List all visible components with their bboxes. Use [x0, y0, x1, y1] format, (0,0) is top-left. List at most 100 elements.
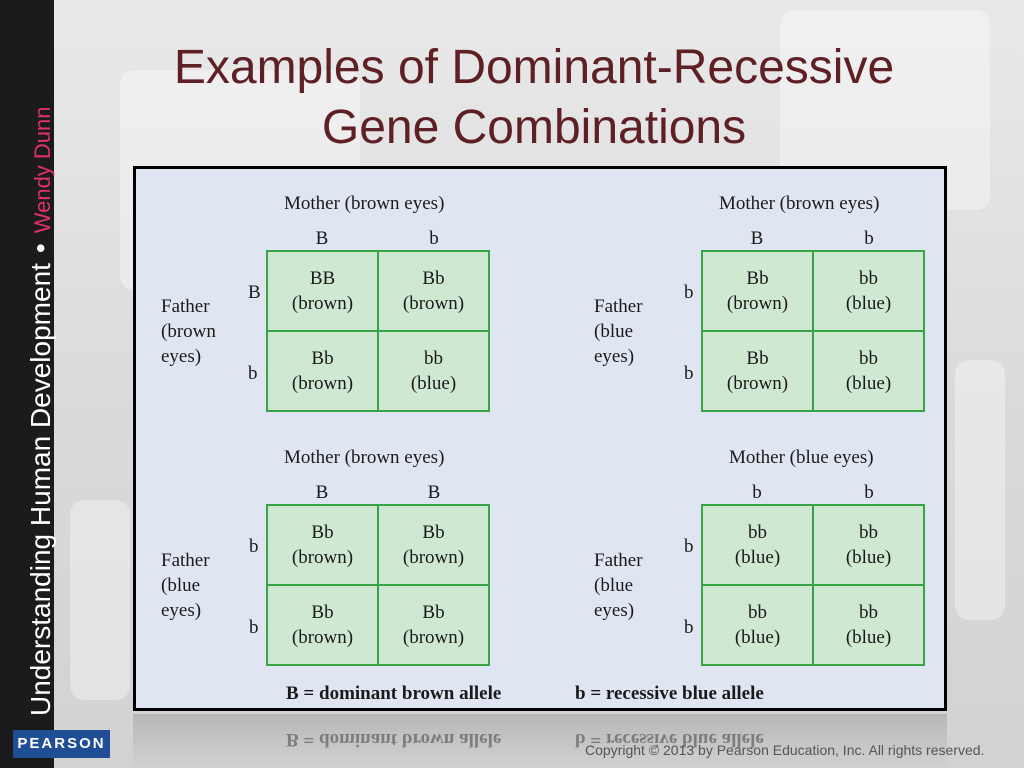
- father-allele: b: [684, 617, 694, 638]
- punnett-grid: bb (blue) bb (blue) bb (blue) bb (blue): [701, 504, 925, 666]
- legend-dominant: B = dominant brown allele: [286, 683, 502, 704]
- mother-allele: b: [752, 482, 762, 503]
- father-label-line: (blue: [161, 575, 201, 596]
- punnett-grid: Bb (brown) Bb (brown) Bb (brown) Bb (brown): [266, 504, 490, 666]
- genotype: bb: [859, 602, 878, 623]
- phenotype: (blue): [845, 627, 892, 648]
- genotype: Bb: [311, 522, 334, 543]
- grid-cell: bb (blue): [702, 585, 813, 665]
- pearson-logo: PEARSON: [13, 730, 110, 758]
- grid-cell: BB (brown): [267, 251, 378, 331]
- grid-cell: Bb (brown): [702, 331, 813, 411]
- genotype: bb: [859, 268, 878, 289]
- separator-dot: •: [25, 243, 56, 254]
- genotype: bb: [859, 522, 878, 543]
- background-tile: [70, 500, 130, 700]
- reflected-legend-dominant: B = dominant brown allele: [286, 729, 502, 750]
- grid-cell: bb (blue): [813, 331, 924, 411]
- genotype: Bb: [311, 602, 334, 623]
- punnett-panel: Mother (brown eyes) B b Father (brown ey…: [133, 166, 947, 711]
- phenotype: (blue): [845, 547, 892, 568]
- mother-allele: b: [864, 228, 874, 249]
- father-label-line: eyes): [594, 346, 635, 367]
- phenotype: (brown): [291, 627, 354, 648]
- genotype: bb: [859, 348, 878, 369]
- mother-label: Mother (brown eyes): [719, 193, 880, 214]
- grid-cell: bb (blue): [378, 331, 489, 411]
- phenotype: (brown): [402, 293, 465, 314]
- father-allele: b: [684, 363, 694, 384]
- legend-recessive: b = recessive blue allele: [575, 683, 764, 704]
- phenotype: (brown): [291, 547, 354, 568]
- grid-cell: Bb (brown): [702, 251, 813, 331]
- genotype: bb: [748, 522, 767, 543]
- mother-allele: B: [315, 228, 329, 249]
- genotype: bb: [748, 602, 767, 623]
- phenotype: (blue): [845, 373, 892, 394]
- phenotype: (brown): [291, 373, 354, 394]
- father-allele: b: [249, 536, 259, 557]
- genotype: Bb: [422, 522, 445, 543]
- book-title-vertical: Understanding Human Development • Wendy Du…: [25, 106, 56, 716]
- father-label: Father (blue eyes): [594, 548, 643, 623]
- grid-cell: Bb (brown): [267, 585, 378, 665]
- slide-title: Examples of Dominant-Recessive Gene Comb…: [54, 38, 1014, 158]
- phenotype: (brown): [402, 547, 465, 568]
- mother-allele: B: [315, 482, 329, 503]
- father-label-line: eyes): [161, 600, 202, 621]
- sidebar: Understanding Human Development • Wendy Du…: [0, 0, 56, 768]
- father-allele: B: [248, 282, 261, 303]
- father-label-line: Father: [594, 296, 643, 317]
- phenotype: (brown): [402, 627, 465, 648]
- phenotype: (brown): [291, 293, 354, 314]
- father-label: Father (blue eyes): [594, 294, 643, 369]
- phenotype: (blue): [410, 373, 457, 394]
- panel-reflection: B = dominant brown allele b = recessive …: [133, 714, 947, 768]
- genotype: Bb: [422, 602, 445, 623]
- title-line-2: Gene Combinations: [321, 101, 747, 154]
- father-label-line: Father: [161, 550, 210, 571]
- phenotype: (blue): [734, 627, 781, 648]
- father-label-line: (blue: [594, 575, 634, 596]
- genotype: Bb: [311, 348, 334, 369]
- phenotype: (blue): [734, 547, 781, 568]
- father-label-line: (brown: [161, 321, 216, 342]
- genotype: Bb: [422, 268, 445, 289]
- mother-allele: B: [750, 228, 764, 249]
- phenotype: (brown): [726, 373, 789, 394]
- mother-allele: b: [429, 228, 439, 249]
- phenotype: (brown): [726, 293, 789, 314]
- father-label-line: (blue: [594, 321, 634, 342]
- mother-allele: b: [864, 482, 874, 503]
- punnett-grid: BB (brown) Bb (brown) Bb (brown) bb (blue): [266, 250, 490, 412]
- father-allele: b: [684, 282, 694, 303]
- father-allele: b: [248, 363, 258, 384]
- phenotype: (blue): [845, 293, 892, 314]
- father-allele: b: [249, 617, 259, 638]
- father-label-line: eyes): [594, 600, 635, 621]
- father-label: Father (brown eyes): [161, 294, 216, 369]
- book-title: Understanding Human Development: [25, 263, 56, 716]
- title-line-1: Examples of Dominant-Recessive: [173, 41, 895, 94]
- grid-cell: Bb (brown): [267, 331, 378, 411]
- father-label: Father (blue eyes): [161, 548, 210, 623]
- genotype: bb: [424, 348, 443, 369]
- copyright-notice: Copyright © 2013 by Pearson Education, I…: [585, 742, 985, 758]
- grid-cell: bb (blue): [813, 585, 924, 665]
- grid-cell: Bb (brown): [378, 505, 489, 585]
- father-allele: b: [684, 536, 694, 557]
- genotype: BB: [309, 268, 336, 289]
- genotype: Bb: [746, 348, 769, 369]
- grid-cell: Bb (brown): [267, 505, 378, 585]
- genotype: Bb: [746, 268, 769, 289]
- mother-label: Mother (blue eyes): [729, 447, 874, 468]
- father-label-line: Father: [594, 550, 643, 571]
- grid-cell: bb (blue): [813, 505, 924, 585]
- author-name: Wendy Dunn: [30, 106, 55, 234]
- mother-label: Mother (brown eyes): [284, 447, 445, 468]
- grid-cell: Bb (brown): [378, 251, 489, 331]
- grid-cell: bb (blue): [702, 505, 813, 585]
- grid-cell: bb (blue): [813, 251, 924, 331]
- grid-cell: Bb (brown): [378, 585, 489, 665]
- punnett-grid: Bb (brown) bb (blue) Bb (brown) bb (blue): [701, 250, 925, 412]
